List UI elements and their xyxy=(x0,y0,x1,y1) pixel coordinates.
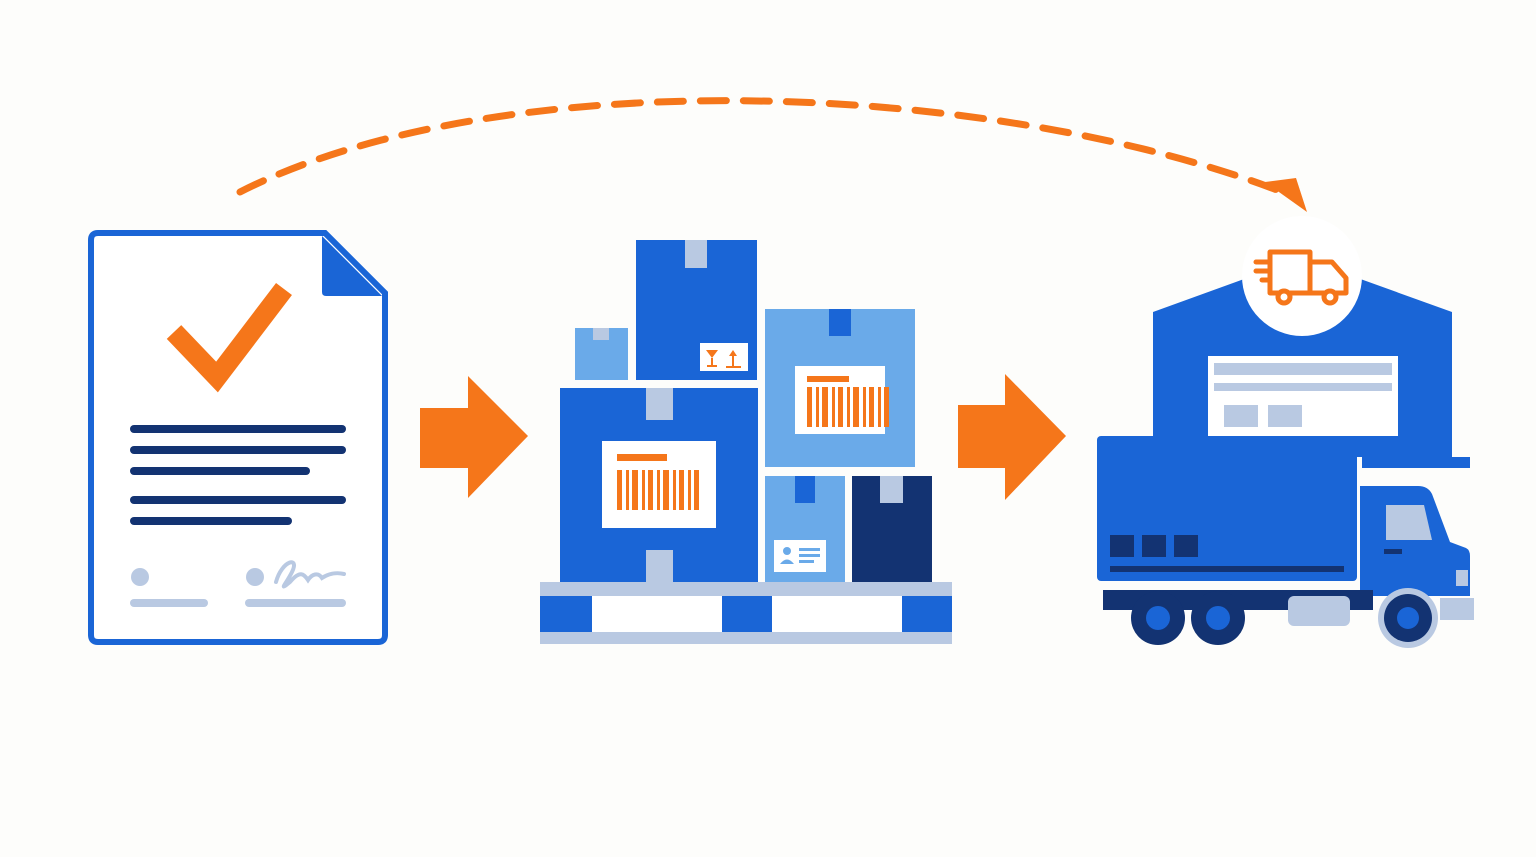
truck-wheels xyxy=(1131,588,1438,648)
box-bottom-navy xyxy=(852,476,932,582)
pallet xyxy=(540,582,952,644)
warehouse xyxy=(1153,216,1470,468)
id-card-icon xyxy=(780,547,820,564)
order-document xyxy=(88,230,388,645)
palletized-boxes xyxy=(540,240,952,644)
dashed-curved-arrow xyxy=(236,97,1307,212)
warehouse-dispatch xyxy=(1097,216,1474,648)
page-fold-icon xyxy=(322,236,382,296)
signature-area xyxy=(130,560,346,607)
flow-arrow-1 xyxy=(420,376,528,498)
box-small-light xyxy=(575,328,628,380)
box-large-blue xyxy=(560,388,758,582)
fuel-tank xyxy=(1288,596,1350,626)
fragile-glass-icon xyxy=(706,350,718,367)
document-text-lines xyxy=(130,425,346,525)
box-bottom-light xyxy=(765,476,845,582)
box-right-light xyxy=(765,309,915,467)
flow-arrow-2 xyxy=(958,374,1066,500)
truck-window xyxy=(1386,505,1432,540)
box-top-blue xyxy=(636,240,757,380)
signature-icon xyxy=(274,560,346,589)
delivery-truck xyxy=(1097,436,1474,648)
truck-cab xyxy=(1360,486,1470,596)
check-mark-icon xyxy=(166,282,292,393)
fast-delivery-truck-icon xyxy=(1253,249,1349,306)
arrowhead-icon xyxy=(1265,178,1307,212)
this-side-up-icon xyxy=(726,350,741,368)
